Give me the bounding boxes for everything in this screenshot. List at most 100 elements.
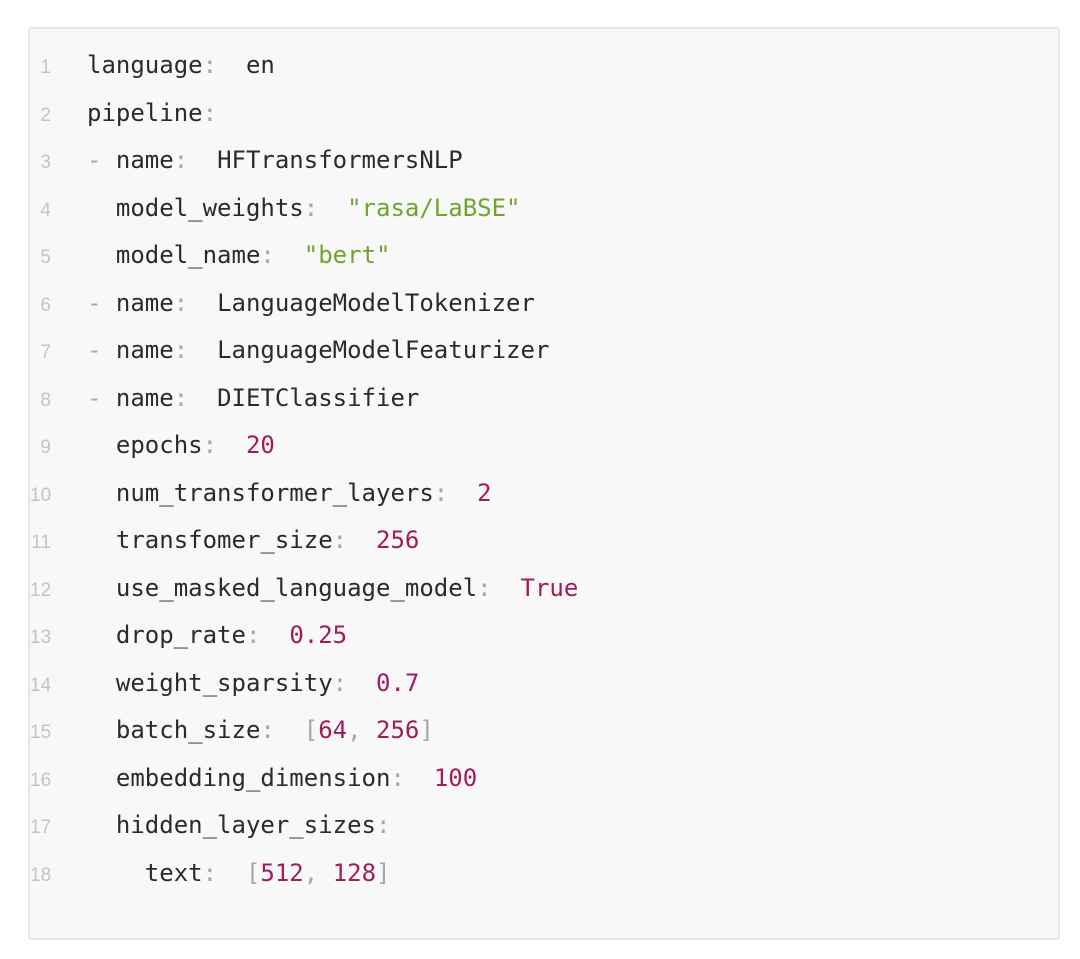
code-token-ws (217, 431, 246, 459)
code-text: drop_rate: 0.25 (87, 612, 1058, 660)
code-token-k: name (115, 288, 174, 317)
code-text: language: en (87, 42, 1058, 90)
code-token-st: "bert" (303, 241, 391, 269)
code-text: batch_size: [64, 256] (87, 707, 1058, 755)
code-token-nu: 512 (260, 858, 304, 887)
code-token-pu: : (202, 51, 218, 79)
code-token-ws (275, 241, 304, 269)
code-token-nu: 0.25 (289, 621, 348, 649)
code-token-ws (87, 574, 116, 602)
code-token-pu: : (332, 668, 348, 697)
code-token-k: model_name (115, 241, 261, 269)
code-token-pu: - (87, 146, 102, 174)
code-token-ws (101, 384, 115, 412)
line-number: 16 (30, 769, 52, 791)
code-token-ws (87, 716, 116, 744)
code-token-pu: - (87, 336, 102, 364)
line-number: 6 (40, 294, 51, 316)
code-token-ws (87, 811, 116, 839)
code-token-pu: : (303, 193, 319, 222)
code-token-pu: - (87, 288, 102, 317)
code-token-ws (87, 479, 116, 507)
code-text: epochs: 20 (87, 422, 1058, 470)
code-text: - name: LanguageModelTokenizer (87, 280, 1058, 328)
code-token-ws (362, 716, 376, 744)
code-line: 6 - name: LanguageModelTokenizer (30, 280, 1058, 328)
code-token-pl: en (245, 51, 275, 79)
code-token-ws (188, 146, 217, 174)
code-token-k: name (115, 336, 174, 364)
code-token-pu: , (347, 716, 362, 744)
code-line: 1 language: en (30, 42, 1058, 90)
code-token-pu: : (260, 241, 275, 269)
code-token-k: batch_size (115, 716, 261, 744)
code-token-pu: ] (376, 858, 391, 887)
code-token-ws (188, 289, 217, 317)
code-line: 12 use_masked_language_model: True (30, 565, 1058, 613)
code-token-pu: : (390, 763, 405, 792)
line-number: 8 (40, 389, 51, 411)
code-token-k: transfomer_size (115, 526, 333, 554)
code-token-pu: : (245, 621, 261, 649)
code-token-ws (260, 621, 289, 649)
code-token-nu: True (520, 573, 579, 602)
code-token-k: pipeline (87, 98, 203, 127)
code-token-ws (347, 669, 376, 697)
code-line: 15 batch_size: [64, 256] (30, 707, 1058, 755)
code-token-nu: 64 (318, 716, 348, 744)
code-line: 9 epochs: 20 (30, 422, 1058, 470)
code-token-nu: 256 (376, 526, 420, 554)
code-text: num_transformer_layers: 2 (87, 470, 1058, 518)
code-token-pl: HFTransformersNLP (217, 146, 463, 174)
line-number: 17 (30, 817, 52, 838)
code-token-ws (188, 384, 217, 412)
code-token-pu: : (202, 431, 218, 459)
code-token-ws (87, 194, 116, 222)
code-text: text: [512, 128] (87, 850, 1058, 898)
code-token-ws (405, 764, 434, 792)
code-token-nu: 2 (477, 478, 492, 507)
line-number: 13 (30, 627, 52, 648)
line-number: 4 (40, 199, 51, 221)
code-token-nu: 20 (245, 431, 275, 459)
code-line: 11 transfomer_size: 256 (30, 517, 1058, 565)
code-token-ws (492, 574, 521, 602)
code-token-pu: : (376, 811, 391, 839)
code-line: 3 - name: HFTransformersNLP (30, 137, 1058, 185)
code-token-k: model_weights (115, 193, 304, 222)
code-token-k: use_masked_language_model (115, 573, 478, 602)
line-number: 11 (31, 532, 51, 553)
code-line: 10 num_transformer_layers: 2 (30, 470, 1058, 518)
code-token-k: name (115, 383, 174, 412)
line-number: 1 (40, 57, 51, 78)
code-token-ws (87, 621, 116, 649)
code-token-ws (87, 526, 116, 554)
code-token-pl: DIETClassifier (217, 383, 420, 412)
code-token-pu: : (433, 478, 449, 507)
code-token-ws (87, 764, 116, 792)
line-number: 3 (40, 152, 51, 173)
code-token-pu: ] (419, 716, 434, 744)
code-token-ws (347, 526, 376, 554)
code-token-k: name (115, 146, 174, 174)
code-token-pu: , (303, 858, 319, 887)
line-number: 5 (40, 247, 51, 268)
code-token-ws (318, 194, 347, 222)
code-token-pu: : (202, 98, 218, 127)
line-number: 12 (30, 579, 52, 601)
code-token-pu: : (202, 858, 218, 887)
code-token-k: language (87, 51, 203, 79)
code-token-pu: : (173, 146, 189, 174)
code-line: 4 model_weights: "rasa/LaBSE" (30, 185, 1058, 233)
code-token-pu: : (332, 526, 348, 554)
code-token-k: drop_rate (115, 621, 246, 649)
code-token-pu: [ (303, 716, 319, 744)
code-token-pu: : (477, 573, 492, 602)
code-token-nu: 100 (433, 763, 478, 792)
code-line: 7- name: LanguageModelFeaturizer (30, 327, 1058, 375)
code-token-ws (87, 859, 145, 887)
code-token-nu: 256 (376, 716, 420, 744)
